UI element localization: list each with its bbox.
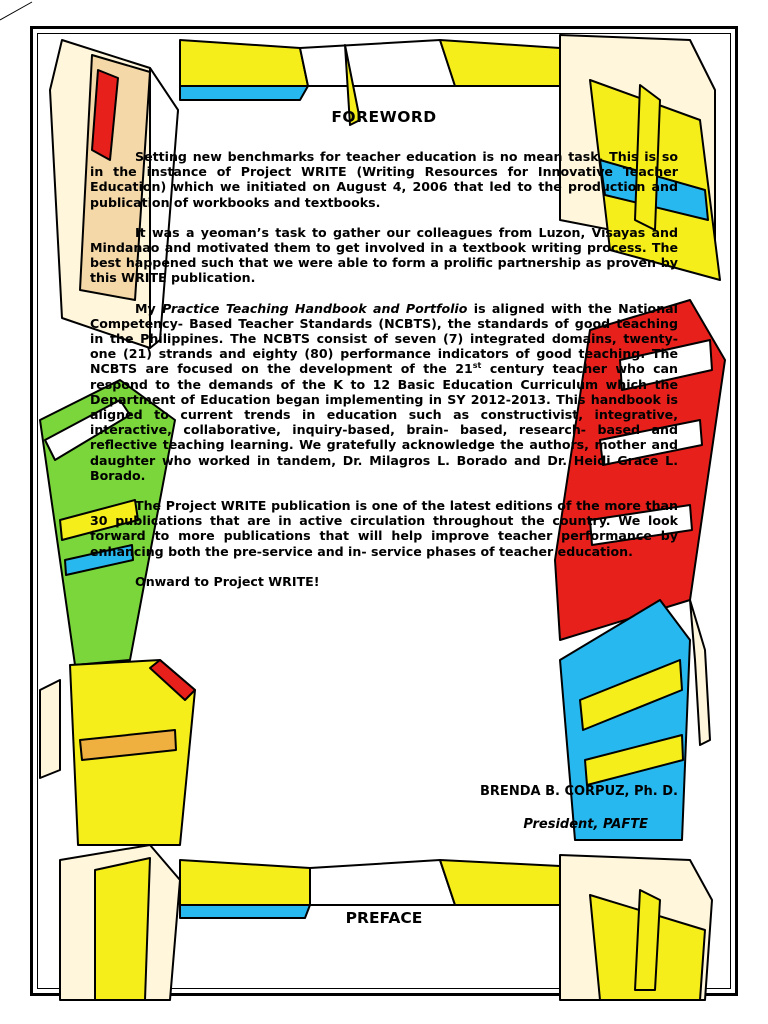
foreword-paragraph-4: The Project WRITE publication is one of … [90, 498, 678, 559]
page-border-outer [30, 26, 738, 996]
book-title: Practice Teaching Handbook and Portfolio [162, 300, 468, 316]
foreword-paragraph-3: My Practice Teaching Handbook and Portfo… [90, 301, 678, 483]
ordinal-superscript: st [472, 361, 482, 371]
paragraph-3-text-b: century teacher who can respond to the d… [90, 361, 678, 483]
preface-title: PREFACE [345, 909, 423, 927]
paragraph-3-text-a: is aligned with the National Competency-… [90, 300, 678, 377]
corner-fold-line [0, 1, 33, 21]
foreword-section: FOREWORD Setting new benchmarks for teac… [90, 108, 678, 589]
paragraph-3-lead: My [135, 300, 163, 316]
foreword-paragraph-1: Setting new benchmarks for teacher educa… [90, 149, 678, 210]
foreword-title: FOREWORD [331, 108, 437, 126]
foreword-paragraph-2: It was a yeoman’s task to gather our col… [90, 224, 678, 286]
signature-name: BRENDA B. CORPUZ, Ph. D. [480, 784, 678, 799]
foreword-closing: Onward to Project WRITE! [135, 573, 320, 589]
page-border-inner [37, 33, 731, 989]
signature-title: President, PAFTE [523, 817, 648, 832]
